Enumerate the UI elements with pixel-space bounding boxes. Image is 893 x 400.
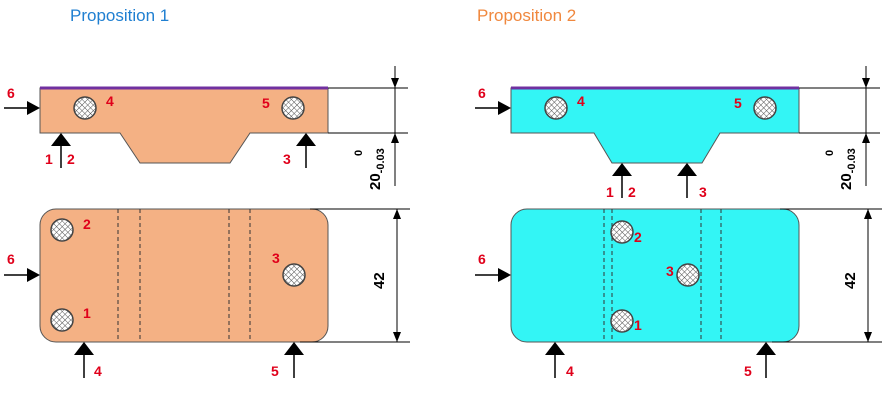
p1-label-top-1: 1 (45, 151, 53, 167)
p1-top-pin-5 (281, 96, 305, 120)
p1-dimension-20-text: 20-0.03 0 (353, 148, 387, 190)
p1-label-bottom-2: 2 (83, 216, 91, 232)
p2-top-arrow-3 (677, 163, 697, 198)
p1-label-bottom-4: 4 (94, 363, 102, 379)
svg-text:20-0.03: 20-0.03 (838, 148, 858, 190)
p1-dimension-42 (300, 208, 410, 343)
labels: 6 4 5 1 2 3 6 2 1 3 4 5 6 4 5 1 2 3 6 2 … (7, 85, 752, 379)
proposition-2-title: Proposition 2 (477, 6, 577, 25)
p1-dim-tol-lower: -0.03 (375, 148, 387, 173)
p1-label-bottom-5: 5 (271, 363, 279, 379)
p1-dim-tol-upper: 0 (353, 150, 365, 156)
p2-dim-tol-upper: 0 (824, 150, 836, 156)
p2-label-top-5: 5 (734, 95, 742, 111)
proposition-1-drawing (4, 66, 410, 378)
p1-top-pin-4 (73, 96, 97, 120)
p1-bottom-pin-2 (50, 218, 74, 242)
p2-top-arrow-6 (475, 101, 511, 115)
p1-hidden-lines (117, 209, 251, 342)
p2-bottom-pin-1 (610, 309, 634, 333)
p2-label-bottom-3: 3 (666, 263, 674, 279)
p1-top-part (39, 87, 329, 164)
p1-label-bottom-1: 1 (83, 305, 91, 321)
p1-label-bottom-3: 3 (272, 250, 280, 266)
p1-top-arrow-6 (4, 101, 40, 115)
p2-bottom-arrow-4 (545, 342, 565, 378)
p1-bottom-pin-1 (50, 308, 74, 332)
svg-text:20-0.03: 20-0.03 (367, 148, 387, 190)
p2-top-pin-4 (544, 96, 568, 120)
p2-dim-value: 20 (838, 173, 855, 190)
p2-dimension-20-text: 20-0.03 0 (824, 148, 858, 190)
p2-bottom-part (510, 208, 800, 343)
p1-label-top-4: 4 (106, 93, 114, 109)
p1-top-arrow-3 (296, 133, 316, 168)
p2-label-bottom-1: 1 (634, 317, 642, 333)
p1-label-bottom-6: 6 (7, 251, 15, 267)
p2-label-top-4: 4 (577, 93, 585, 109)
p1-dimension-20 (328, 66, 408, 186)
p2-label-top-6: 6 (478, 85, 486, 101)
p1-label-top-3: 3 (283, 151, 291, 167)
p1-top-arrow-12 (51, 133, 71, 168)
p2-label-bottom-5: 5 (744, 363, 752, 379)
p2-top-part (510, 87, 800, 164)
p2-label-bottom-2: 2 (634, 229, 642, 245)
p2-label-bottom-4: 4 (566, 363, 574, 379)
p2-dimension-42-text: 42 (842, 272, 859, 289)
p1-label-top-5: 5 (262, 95, 270, 111)
p1-label-top-2: 2 (67, 151, 75, 167)
p2-bottom-pin-3 (676, 263, 700, 287)
p1-dim-width: 42 (371, 272, 388, 289)
p1-bottom-part (39, 208, 329, 343)
proposition-1-title: Proposition 1 (70, 6, 170, 25)
proposition-2-drawing (475, 66, 882, 378)
p1-bottom-arrow-6 (4, 268, 40, 282)
p1-label-top-6: 6 (7, 85, 15, 101)
p2-top-arrow-12 (612, 163, 632, 198)
p2-label-top-2: 2 (628, 184, 636, 200)
p2-label-bottom-6: 6 (478, 251, 486, 267)
p2-label-top-1: 1 (606, 184, 614, 200)
p2-dimension-20 (799, 66, 880, 186)
p2-bottom-arrow-5 (756, 342, 776, 378)
p2-bottom-pin-2 (610, 220, 634, 244)
p2-bottom-arrow-6 (475, 268, 511, 282)
p1-bottom-pin-3 (282, 263, 306, 287)
p2-top-pin-5 (753, 96, 777, 120)
p2-dimension-42 (772, 208, 882, 343)
p1-dim-value: 20 (367, 173, 384, 190)
p2-dim-width: 42 (842, 272, 859, 289)
p2-dim-tol-lower: -0.03 (846, 148, 858, 173)
p2-label-top-3: 3 (699, 184, 707, 200)
p1-dimension-42-text: 42 (371, 272, 388, 289)
p1-bottom-arrow-5 (284, 342, 304, 378)
p1-bottom-arrow-4 (74, 342, 94, 378)
